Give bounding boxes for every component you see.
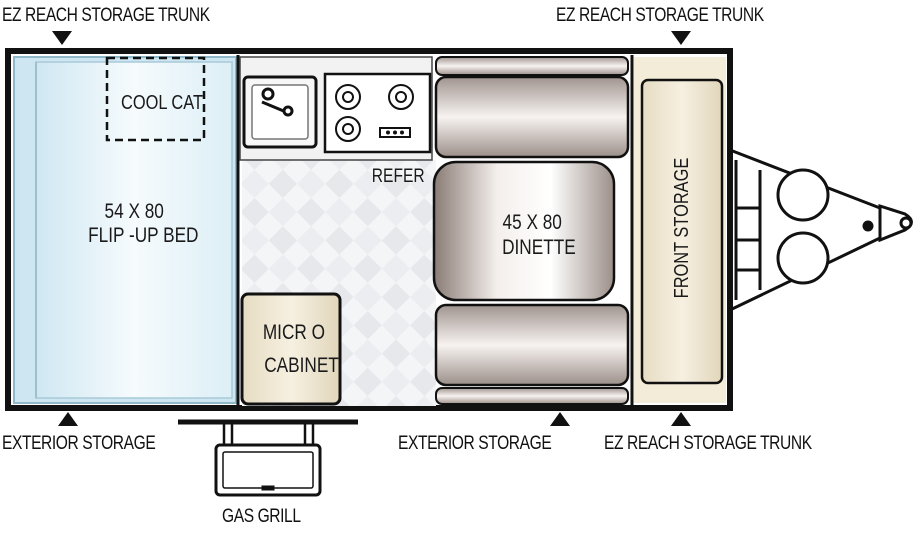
trailer-hitch xyxy=(729,148,913,312)
label-exterior-storage-left: EXTERIOR STORAGE xyxy=(2,433,156,454)
dinette-name-label: DINETTE xyxy=(502,236,576,259)
arrow-up-icon xyxy=(671,412,691,426)
bed-size-label: 54 X 80 xyxy=(104,200,164,223)
micro-cabinet-label-line1: MICR O xyxy=(262,321,326,344)
cool-cat-label: COOL CAT xyxy=(121,92,204,114)
arrow-up-icon xyxy=(58,412,78,426)
front-storage-label: FRONT STORAGE xyxy=(671,157,693,299)
label-gas-grill: GAS GRILL xyxy=(222,506,301,527)
gas-grill-drawing xyxy=(178,419,358,497)
arrow-down-icon xyxy=(671,31,691,45)
arrow-down-icon xyxy=(52,31,72,45)
micro-cabinet-label-line2: CABINET xyxy=(264,354,339,377)
arrow-up-icon xyxy=(550,412,570,426)
label-exterior-storage-mid: EXTERIOR STORAGE xyxy=(398,433,552,454)
dinette-size-label: 45 X 80 xyxy=(502,211,562,234)
bed-name-label: FLIP -UP BED xyxy=(88,224,199,247)
label-ez-reach-storage-trunk-top-right: EZ REACH STORAGE TRUNK xyxy=(556,5,764,26)
label-ez-reach-storage-trunk-bottom-right: EZ REACH STORAGE TRUNK xyxy=(604,433,812,454)
label-ez-reach-storage-trunk-top-left: EZ REACH STORAGE TRUNK xyxy=(2,5,210,26)
refer-label: REFER xyxy=(371,166,425,187)
